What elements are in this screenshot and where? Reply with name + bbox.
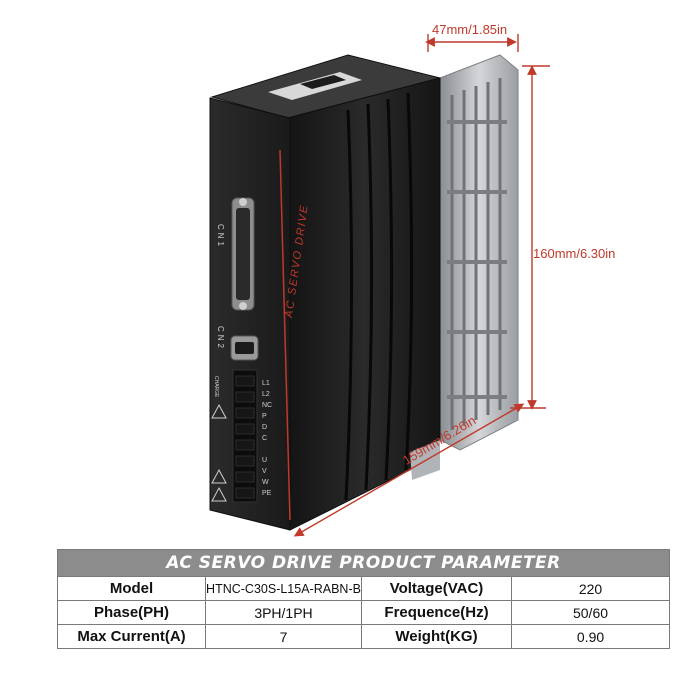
terminal-label: U <box>262 457 267 464</box>
param-label: Max Current(A) <box>57 624 206 649</box>
table-row: Max Current(A) 7 Weight(KG) 0.90 <box>57 624 671 649</box>
screw-icon <box>239 198 247 206</box>
terminal-label: V <box>262 468 267 475</box>
cn1-connector <box>231 197 255 311</box>
table-row: Model HTNC-C30S-L15A-RABN-B Voltage(VAC)… <box>57 576 671 601</box>
terminal-label: NC <box>262 402 272 409</box>
cn2-connector <box>230 335 259 361</box>
table-row: Phase(PH) 3PH/1PH Frequence(Hz) 50/60 <box>57 600 671 625</box>
warning-icon <box>211 486 227 502</box>
dimension-height-label: 160mm/6.30in <box>533 246 616 261</box>
warning-icon <box>211 403 227 419</box>
param-label: Weight(KG) <box>361 624 512 649</box>
heatsink <box>439 54 519 451</box>
table-title: AC SERVO DRIVE PRODUCT PARAMETER <box>56 549 671 577</box>
param-value: HTNC-C30S-L15A-RABN-B <box>205 576 362 601</box>
charge-label: CHARGE <box>213 376 219 398</box>
terminal-label: C <box>262 435 267 442</box>
servo-drive-illustration: AC SERVO DRIVE CN1 CN2 CHARGE <box>209 34 550 537</box>
param-value: 50/60 <box>510 600 671 625</box>
terminal-label: P <box>262 413 267 420</box>
param-value: 3PH/1PH <box>205 600 362 625</box>
terminal-label: L1 <box>262 380 270 387</box>
terminal-labels: L1 L2 NC P D C U V W PE <box>262 380 272 497</box>
param-label: Model <box>57 576 206 601</box>
param-label: Phase(PH) <box>57 600 206 625</box>
param-label: Voltage(VAC) <box>361 576 512 601</box>
warning-icon <box>211 468 227 484</box>
param-value: 0.90 <box>510 624 671 649</box>
param-label: Frequence(Hz) <box>361 600 512 625</box>
terminal-label: W <box>262 479 269 486</box>
device-top <box>210 54 441 119</box>
cn1-label: CN1 <box>216 224 225 249</box>
terminal-block <box>232 369 258 503</box>
param-value: 7 <box>205 624 362 649</box>
param-value: 220 <box>510 576 671 601</box>
screw-icon <box>239 302 247 310</box>
table-header-row: AC SERVO DRIVE PRODUCT PARAMETER <box>56 549 671 577</box>
terminal-label: L2 <box>262 391 270 398</box>
terminal-label: D <box>262 424 267 431</box>
dimension-lines <box>293 34 550 537</box>
cn2-label: CN2 <box>216 326 225 351</box>
terminal-label: PE <box>262 490 272 497</box>
dimension-width-label: 47mm/1.85in <box>432 22 508 37</box>
parameter-table: AC SERVO DRIVE PRODUCT PARAMETER Model H… <box>56 549 671 649</box>
